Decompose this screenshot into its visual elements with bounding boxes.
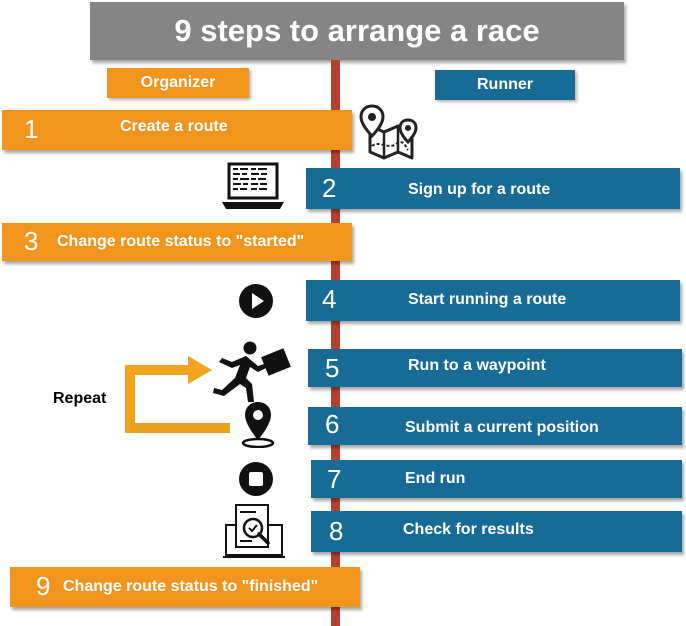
step-9-label: Change route status to "finished" <box>63 578 319 595</box>
repeat-arrow-icon <box>125 356 230 433</box>
step-1-number: 1 <box>24 114 39 144</box>
step-4-label: Start running a route <box>408 291 567 308</box>
repeat-label: Repeat <box>53 390 107 407</box>
runner-icon <box>213 341 291 402</box>
step-5-number: 5 <box>325 353 340 383</box>
step-9-number: 9 <box>36 571 51 601</box>
location-pin-icon <box>241 402 275 448</box>
step-2: 2 Sign up for a route <box>306 168 680 209</box>
lane-header-runner: Runner <box>435 70 575 100</box>
step-3-label: Change route status to "started" <box>57 233 305 250</box>
map-route-icon <box>359 104 418 160</box>
play-icon <box>239 284 273 318</box>
step-3-number: 3 <box>24 226 39 256</box>
lane-header-organizer: Organizer <box>107 68 249 98</box>
step-9: 9 Change route status to "finished" <box>10 567 360 607</box>
step-8: 8 Check for results <box>311 511 682 552</box>
step-7: 7 End run <box>311 460 682 498</box>
stop-icon <box>239 462 273 496</box>
step-8-number: 8 <box>329 516 344 546</box>
step-6-label: Submit a current position <box>405 419 599 436</box>
step-5: 5 Run to a waypoint <box>308 349 682 387</box>
step-1-label: Create a route <box>120 118 228 135</box>
step-7-number: 7 <box>327 464 342 494</box>
step-8-label: Check for results <box>403 521 534 538</box>
step-6: 6 Submit a current position <box>308 407 682 445</box>
timeline-line <box>331 60 340 626</box>
step-2-number: 2 <box>322 173 337 203</box>
step-7-label: End run <box>405 470 466 487</box>
step-2-label: Sign up for a route <box>408 181 551 198</box>
page-title: 9 steps to arrange a race <box>90 2 624 60</box>
step-5-label: Run to a waypoint <box>408 357 546 374</box>
step-4: 4 Start running a route <box>306 280 680 321</box>
step-3: 3 Change route status to "started" <box>2 223 352 261</box>
step-1: 1 Create a route <box>2 110 352 150</box>
step-6-number: 6 <box>325 409 340 439</box>
laptop-icon <box>222 162 284 209</box>
results-report-icon <box>223 504 285 558</box>
step-4-number: 4 <box>322 284 337 314</box>
